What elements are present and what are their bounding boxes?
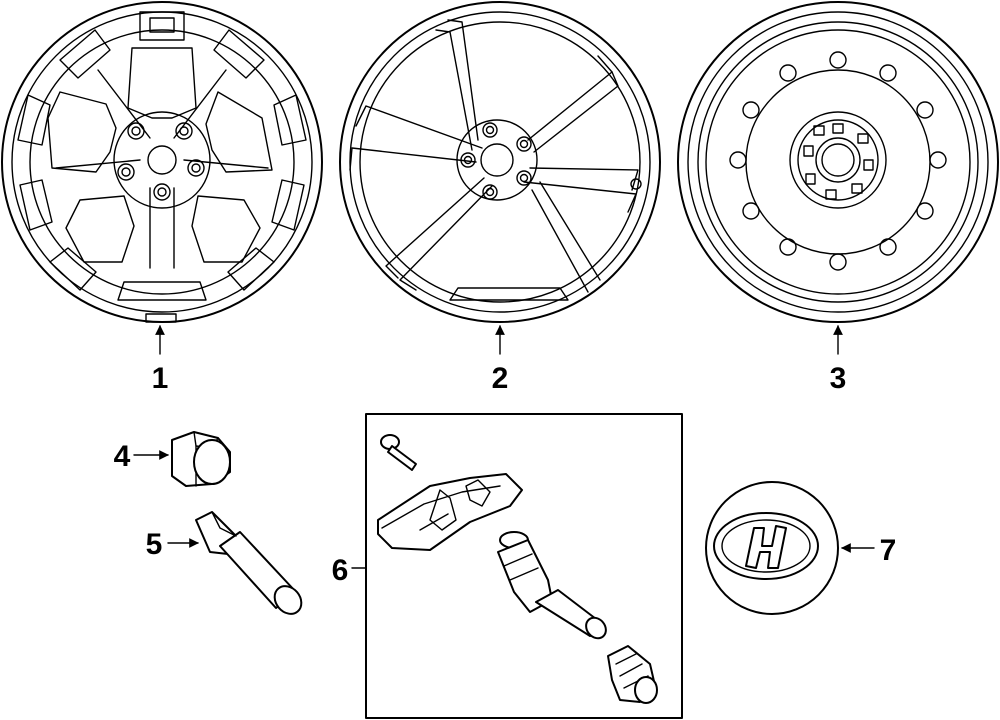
tpms-sensor-body[interactable] xyxy=(377,473,523,551)
steel-spare-wheel[interactable] xyxy=(677,1,999,323)
tpms-valve-cap[interactable] xyxy=(607,645,658,704)
callout-4: 4 xyxy=(114,440,131,473)
callout-leaders xyxy=(133,325,875,569)
tpms-screw[interactable] xyxy=(380,434,417,471)
tpms-valve-stem[interactable] xyxy=(497,531,610,642)
callout-3: 3 xyxy=(830,362,847,395)
callout-2: 2 xyxy=(492,362,509,395)
callout-7: 7 xyxy=(880,534,897,567)
lug-bolt[interactable] xyxy=(195,511,307,619)
callout-5: 5 xyxy=(146,528,163,561)
vent-holes xyxy=(729,51,947,271)
lug-holes xyxy=(117,122,205,201)
center-cap[interactable] xyxy=(705,481,839,615)
lug-holes-2 xyxy=(460,122,532,200)
brand-logo-icon xyxy=(745,525,787,569)
tpms-kit-box xyxy=(365,413,683,719)
callout-6: 6 xyxy=(332,554,349,587)
alloy-wheel-split-spoke[interactable] xyxy=(1,1,323,323)
lug-nut[interactable] xyxy=(171,431,231,487)
callout-1: 1 xyxy=(152,362,169,395)
callout-numbers: 1 2 3 4 5 6 7 xyxy=(114,362,897,587)
alloy-wheel-twisted-spoke[interactable] xyxy=(339,1,661,323)
